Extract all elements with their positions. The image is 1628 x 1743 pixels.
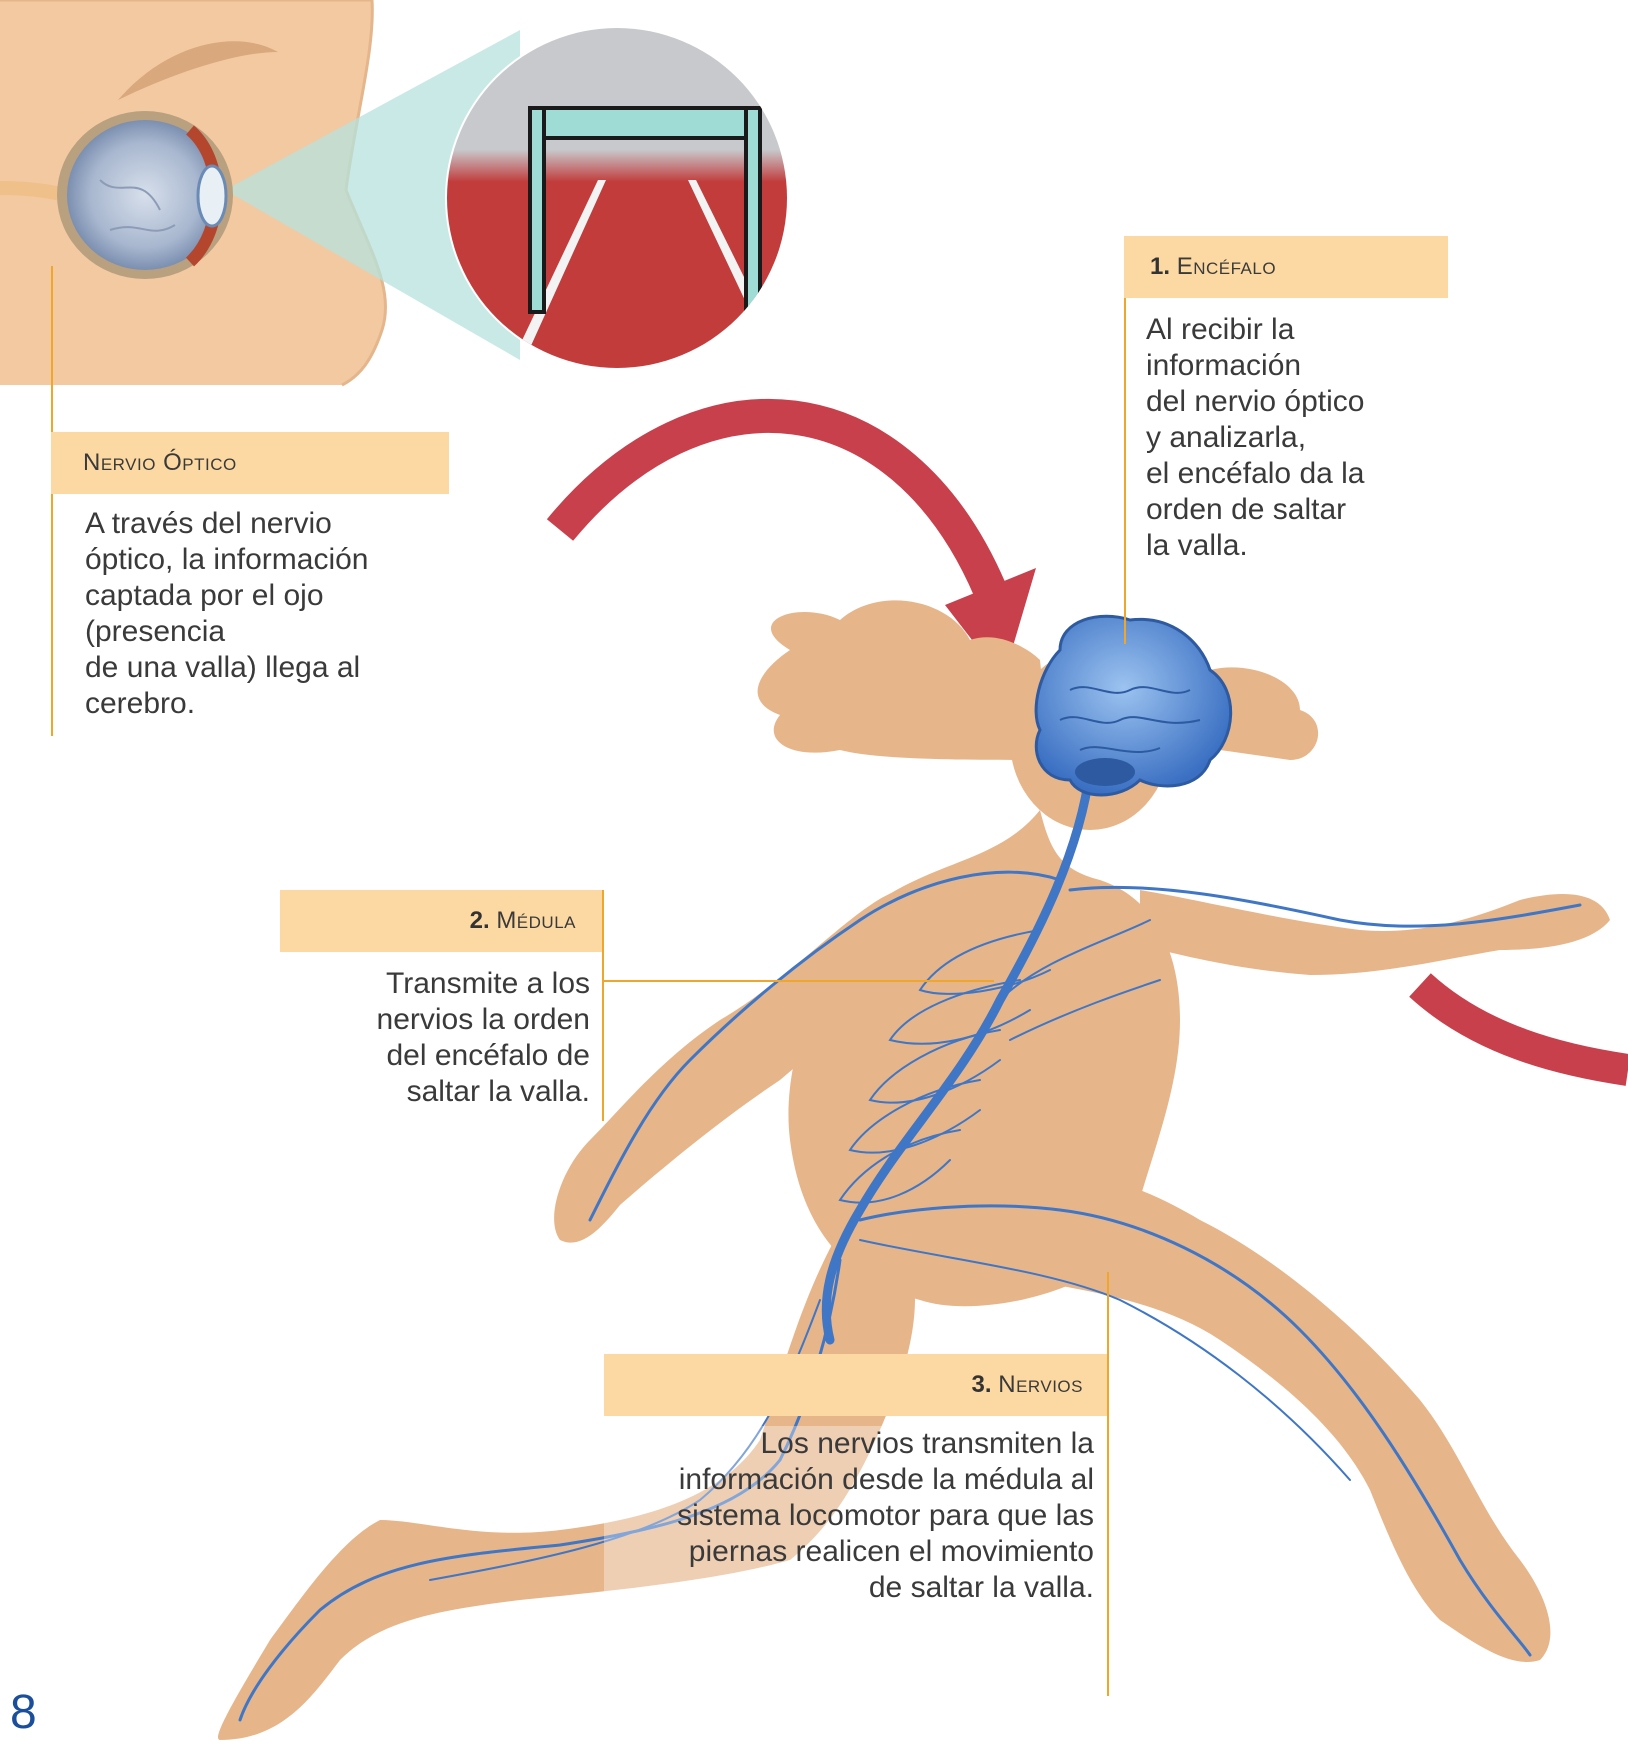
optic-nerve-label: Nervio óptico bbox=[51, 432, 449, 494]
nerves-label-title: Nervios bbox=[998, 1371, 1083, 1398]
text-line: óptico, la información bbox=[85, 542, 368, 578]
spine-leader-line bbox=[602, 890, 604, 1121]
optic-nerve-text: A través del nervio óptico, la informaci… bbox=[85, 506, 368, 722]
text-line: información desde la médula al bbox=[604, 1462, 1094, 1498]
spine-text: Transmite a los nervios la orden del enc… bbox=[250, 966, 590, 1110]
brain-label-number: 1. bbox=[1150, 253, 1170, 280]
spine-label: 2. Médula bbox=[280, 890, 602, 952]
nerves-leader-line bbox=[1107, 1272, 1109, 1696]
text-line: el encéfalo da la bbox=[1146, 456, 1365, 492]
nerves-text: Los nervios transmiten la información de… bbox=[604, 1426, 1094, 1606]
page-number: 8 bbox=[10, 1686, 37, 1740]
text-line: nervios la orden bbox=[250, 1002, 590, 1038]
brain-label: 1. Encéfalo bbox=[1124, 236, 1448, 298]
text-line: (presencia bbox=[85, 614, 368, 650]
text-line: cerebro. bbox=[85, 686, 368, 722]
spine-label-number: 2. bbox=[470, 907, 490, 934]
text-line: Al recibir la bbox=[1146, 312, 1365, 348]
text-line: orden de saltar bbox=[1146, 492, 1365, 528]
brain-label-title: Encéfalo bbox=[1177, 253, 1276, 280]
text-line: A través del nervio bbox=[85, 506, 368, 542]
text-line: del encéfalo de bbox=[250, 1038, 590, 1074]
optic-leader-line bbox=[51, 266, 53, 736]
text-line: saltar la valla. bbox=[250, 1074, 590, 1110]
brain-text: Al recibir la información del nervio ópt… bbox=[1146, 312, 1365, 564]
text-line: la valla. bbox=[1146, 528, 1365, 564]
spine-leader-connector bbox=[602, 980, 994, 982]
text-line: y analizarla, bbox=[1146, 420, 1365, 456]
optic-nerve-title: Nervio óptico bbox=[83, 449, 237, 476]
brain-icon bbox=[1036, 616, 1231, 795]
arrow-icon bbox=[1420, 985, 1628, 1070]
text-line: piernas realicen el movimiento bbox=[604, 1534, 1094, 1570]
text-line: Los nervios transmiten la bbox=[604, 1426, 1094, 1462]
nerves-label: 3. Nervios bbox=[604, 1354, 1107, 1416]
text-line: captada por el ojo bbox=[85, 578, 368, 614]
text-line: información bbox=[1146, 348, 1365, 384]
text-line: del nervio óptico bbox=[1146, 384, 1365, 420]
text-line: sistema locomotor para que las bbox=[604, 1498, 1094, 1534]
text-line: de saltar la valla. bbox=[604, 1570, 1094, 1606]
nerves-label-number: 3. bbox=[972, 1371, 992, 1398]
text-line: Transmite a los bbox=[250, 966, 590, 1002]
text-line: de una valla) llega al bbox=[85, 650, 368, 686]
spine-label-title: Médula bbox=[496, 907, 576, 934]
